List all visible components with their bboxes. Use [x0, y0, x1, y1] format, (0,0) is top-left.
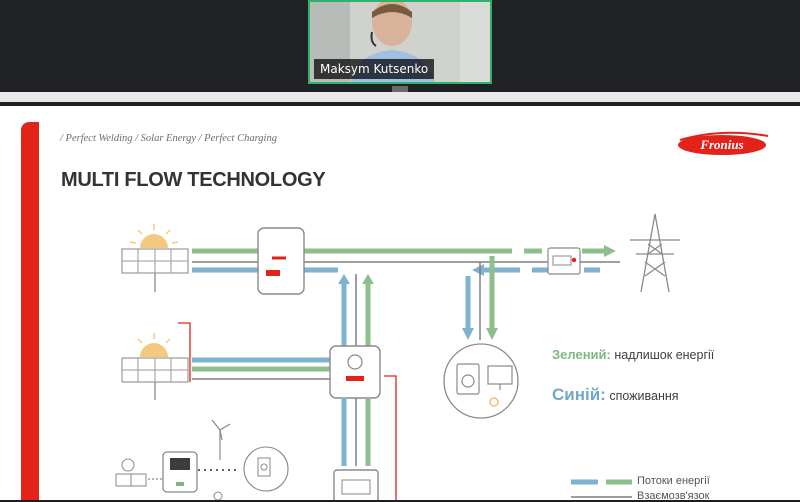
- divider-bar: [0, 92, 800, 102]
- slide-title: MULTI FLOW TECHNOLOGY: [61, 169, 326, 191]
- participant-video-tile[interactable]: Maksym Kutsenko: [308, 0, 492, 84]
- legend-energy-flows: Потоки енергії: [637, 475, 710, 487]
- wind-turbine-icon: [211, 419, 231, 460]
- resize-handle[interactable]: [392, 86, 408, 92]
- legend-green-desc: надлишок енергії: [614, 348, 715, 362]
- slide-breadcrumb: / Perfect Welding / Solar Energy / Perfe…: [60, 133, 277, 144]
- legend-blue-colon: :: [600, 385, 606, 404]
- meter-icon: [547, 247, 581, 275]
- battery-icon: [333, 469, 379, 500]
- fronius-logo-text: Fronius: [700, 137, 744, 152]
- legend-communication: Взаємозв'язок: [637, 490, 710, 502]
- shared-slide: [0, 106, 800, 500]
- sun-icon: [129, 224, 179, 248]
- solar-panel-icon: [115, 473, 147, 487]
- home-appliances-icon: [443, 343, 519, 419]
- legend-blue-key: Синій: [552, 385, 601, 404]
- inverter-icon: [257, 227, 305, 295]
- solar-panel-icon: [121, 333, 189, 400]
- solar-panel-icon: [121, 224, 189, 292]
- legend-green-key: Зелений: [552, 347, 607, 362]
- inverter-icon: [162, 451, 198, 493]
- slide-red-edge: [21, 122, 39, 500]
- mini-system-diagram: [115, 419, 289, 500]
- sun-icon: [121, 458, 135, 472]
- legend-green: Зелений: надлишок енергії: [552, 347, 714, 362]
- power-pylon-icon: [630, 213, 680, 293]
- legend-blue: Синій: споживання: [552, 385, 679, 405]
- inverter-icon: [329, 345, 381, 399]
- participant-name: Maksym Kutsenko: [314, 59, 435, 79]
- fronius-logo: [678, 131, 769, 155]
- legend-blue-desc: споживання: [609, 389, 679, 403]
- legend-green-colon: :: [606, 347, 611, 362]
